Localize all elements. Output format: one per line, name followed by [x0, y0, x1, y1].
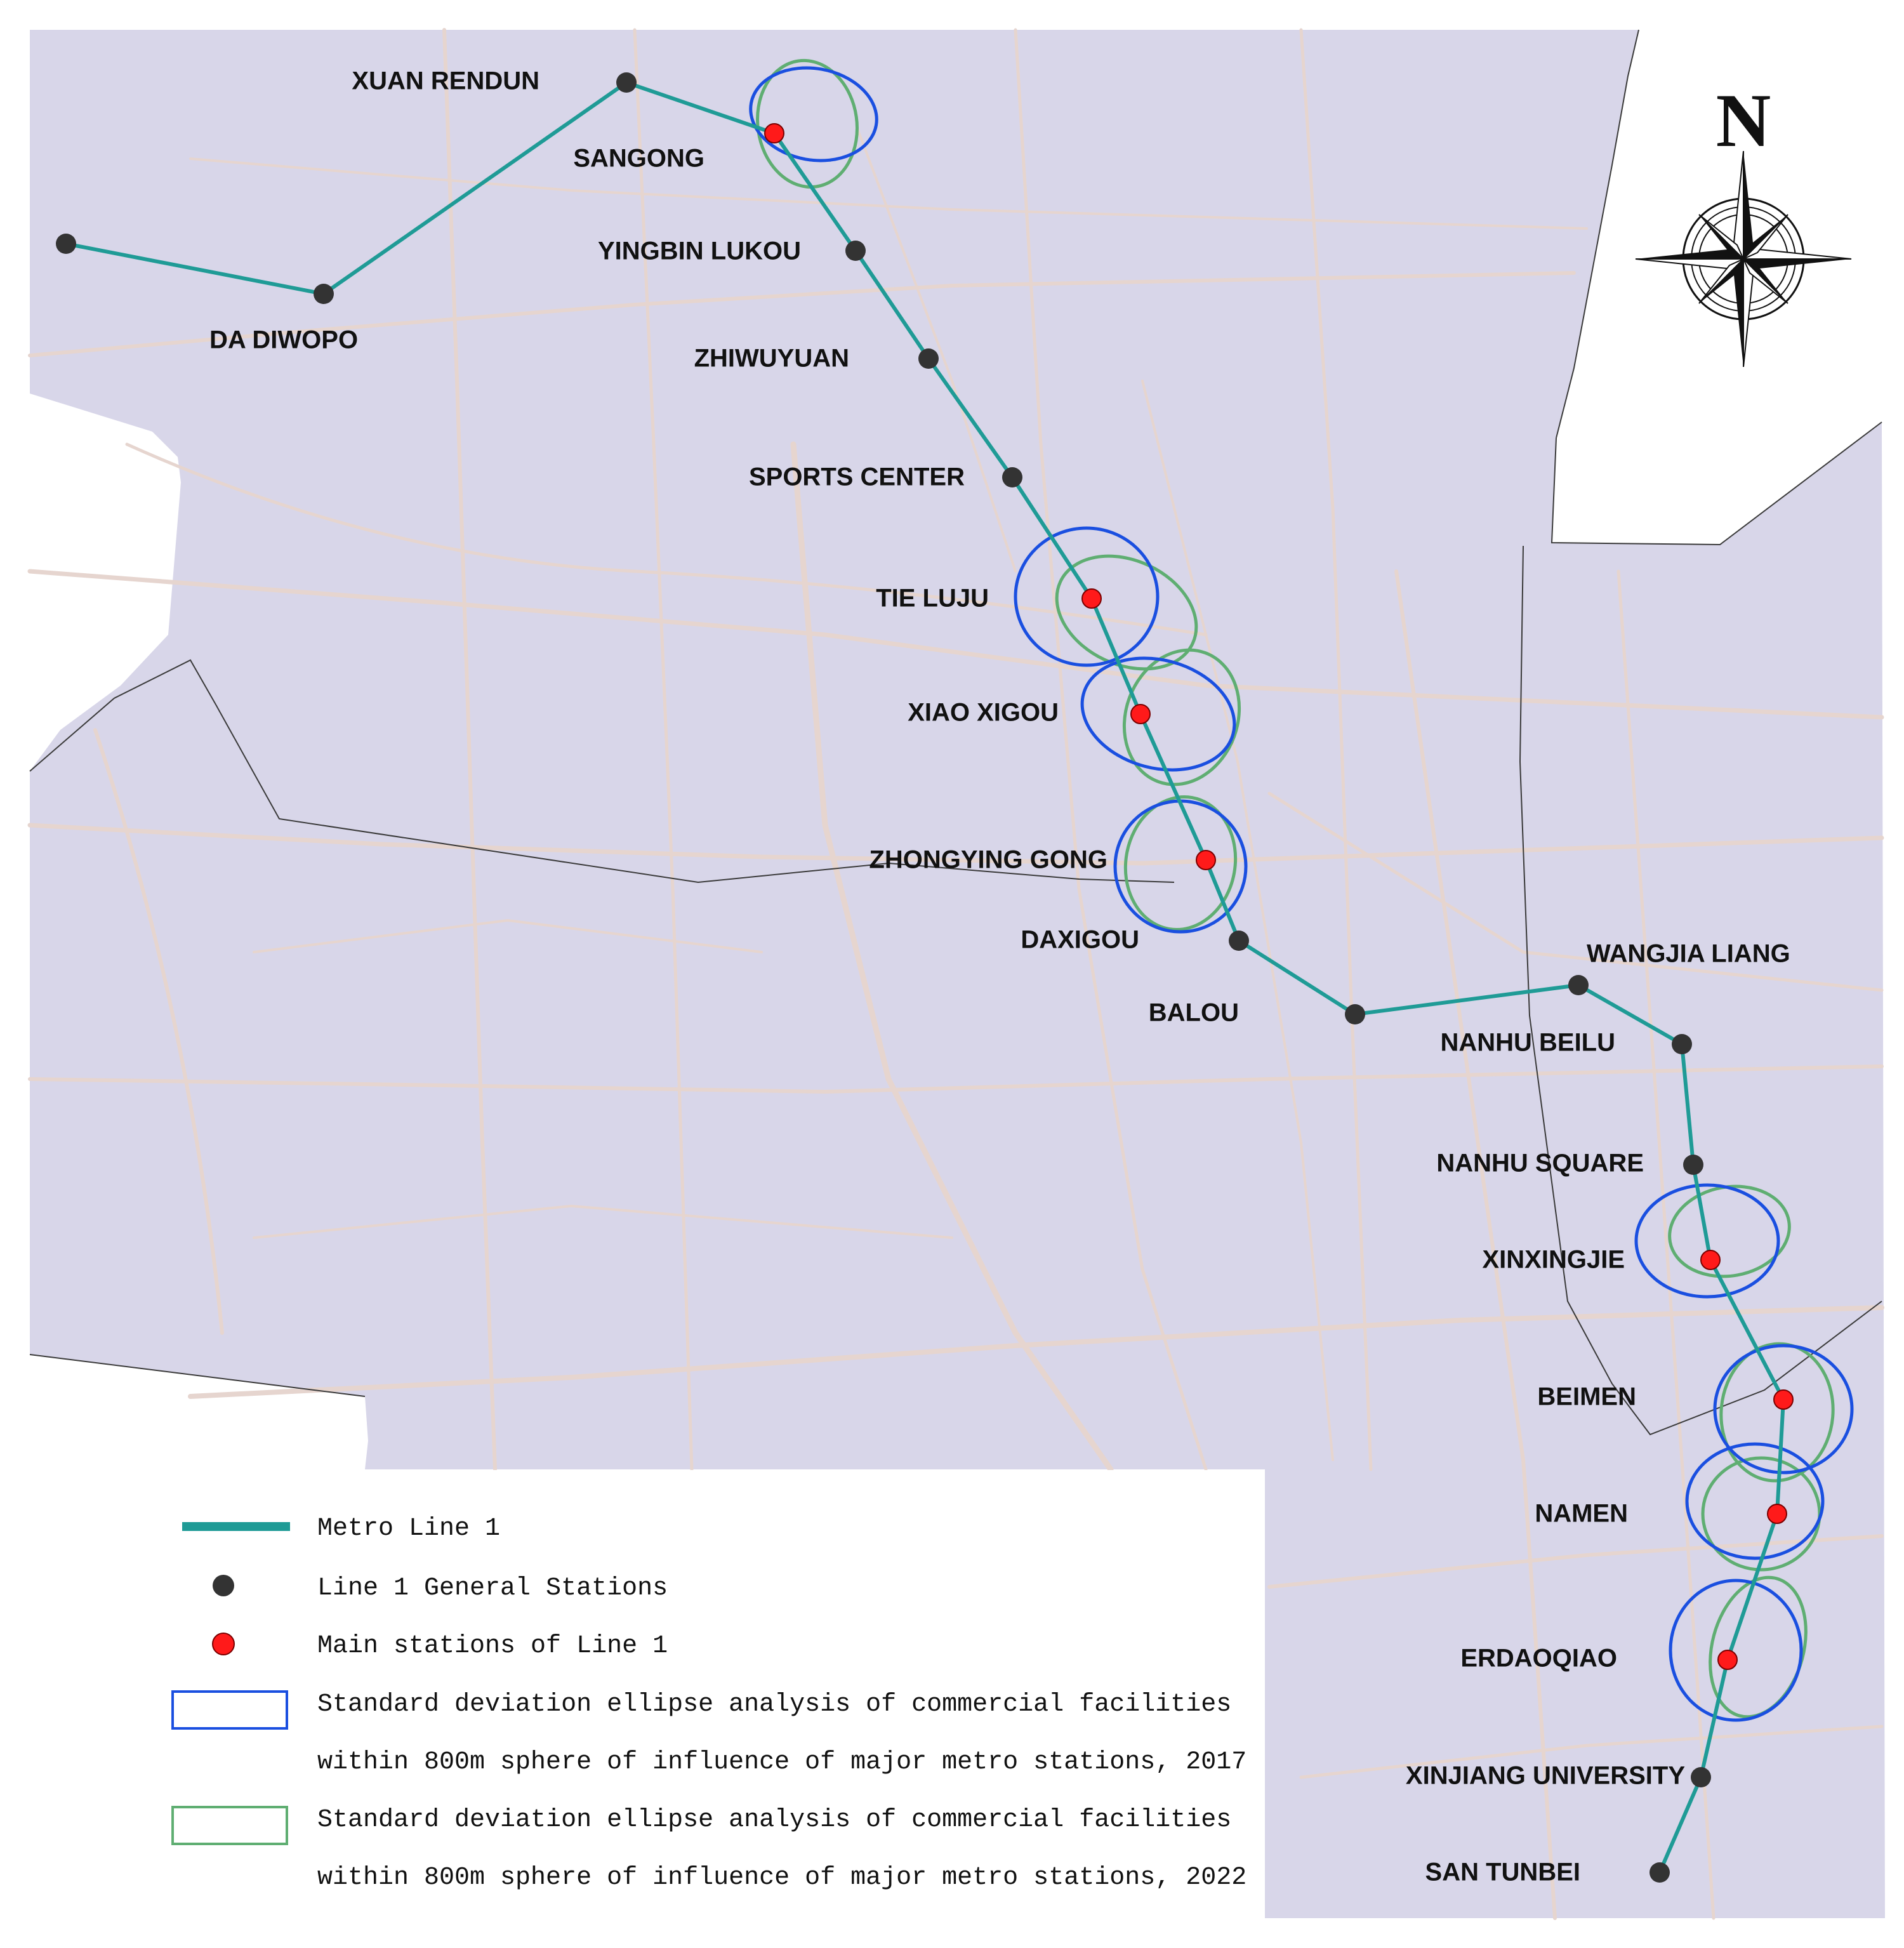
station-marker-beimen — [1773, 1389, 1794, 1410]
legend-2022-label-line2: within 800m sphere of influence of major… — [317, 1864, 1246, 1892]
ellipse-2022-xiaoxigou — [1122, 648, 1241, 786]
road-network — [27, 28, 1884, 1920]
station-label-san-tunbei: SAN TUNBEI — [1425, 1859, 1580, 1886]
station-marker-wangjia-liang — [1568, 975, 1589, 995]
station-marker-nanhu-beilu — [1672, 1034, 1692, 1054]
road-16 — [1267, 1534, 1884, 1589]
north-arrow: N — [1635, 78, 1852, 368]
road-12 — [125, 442, 1208, 637]
station-marker-xinxingjie — [1700, 1250, 1721, 1270]
station-marker-sports-center — [1002, 467, 1022, 487]
station-label-zhongying-gong: ZHONGYING GONG — [869, 846, 1107, 874]
legend-general-swatch — [213, 1575, 234, 1596]
station-label-nanhu-beilu: NANHU BEILU — [1440, 1029, 1615, 1057]
station-label-beimen: BEIMEN — [1537, 1383, 1636, 1411]
road-5 — [633, 28, 694, 1471]
road-7 — [1014, 28, 1208, 1471]
north-letter: N — [1716, 78, 1771, 162]
station-label-erdaoqiao: ERDAOQIAO — [1460, 1645, 1617, 1673]
station-marker-zhongying-gong — [1196, 850, 1216, 870]
road-13 — [189, 157, 1588, 230]
station-marker-zhiwuyuan — [918, 348, 939, 369]
legend-2022-label-line1: Standard deviation ellipse analysis of c… — [317, 1806, 1231, 1834]
road-18 — [1141, 380, 1334, 1461]
compass-rose-icon — [1635, 150, 1852, 368]
station-marker-sangong — [764, 123, 784, 143]
ellipse-2017-xinxingjie — [1634, 1183, 1780, 1299]
station-label-sangong: SANGONG — [573, 145, 704, 173]
legend-line-label: Metro Line 1 — [317, 1514, 500, 1543]
road-19 — [253, 918, 763, 953]
district-borders — [29, 29, 1882, 1436]
station-marker-xuan-rendun — [616, 72, 637, 93]
station-marker-da-diwopo — [314, 284, 334, 304]
ellipse-2022-zhongyinggong — [1123, 795, 1238, 931]
road-20 — [253, 1204, 953, 1239]
station-label-yingbin-lukou: YINGBIN LUKOU — [598, 237, 801, 265]
ellipse-2017-tieluju — [1014, 526, 1160, 667]
station-marker-erdaoqiao — [1717, 1650, 1738, 1670]
station-label-namen: NAMEN — [1535, 1500, 1628, 1528]
station-marker-yingbin-lukou — [845, 241, 866, 261]
ellipse-2022-beimen — [1719, 1342, 1835, 1483]
legend-main-label: Main stations of Line 1 — [317, 1632, 668, 1660]
station-label-nanhu-square: NANHU SQUARE — [1436, 1150, 1644, 1177]
ellipse-2017-erdaoqiao — [1669, 1579, 1803, 1722]
road-4 — [442, 28, 497, 1471]
road-9 — [1394, 569, 1557, 1920]
legend-2017-swatch — [171, 1690, 288, 1730]
legend-2017-label-line1: Standard deviation ellipse analysis of c… — [317, 1690, 1231, 1719]
station-label-xuan-rendun: XUAN RENDUN — [352, 67, 539, 95]
station-marker-balou — [1345, 1004, 1365, 1024]
station-marker-west-terminal — [56, 234, 76, 254]
station-label-daxigou: DAXIGOU — [1021, 926, 1139, 954]
road-2 — [28, 1064, 1884, 1094]
road-8 — [1299, 28, 1373, 1471]
legend: Metro Line 1 Line 1 General Stations Mai… — [30, 1470, 1265, 1918]
road-3 — [188, 1305, 1884, 1399]
station-marker-tie-luju — [1081, 588, 1102, 609]
station-marker-nanhu-square — [1683, 1155, 1703, 1175]
legend-2017-label-line2: within 800m sphere of influence of major… — [317, 1748, 1246, 1777]
station-label-wangjia-liang: WANGJIA LIANG — [1587, 940, 1790, 968]
road-15 — [1267, 792, 1884, 992]
station-marker-xinjiang-university — [1691, 1767, 1711, 1787]
road-10 — [1616, 569, 1716, 1920]
station-labels: XUAN RENDUN SANGONG YINGBIN LUKOU ZHIWUYUAN… — [209, 67, 1790, 1886]
legend-main-swatch — [212, 1633, 235, 1655]
road-6 — [790, 441, 1114, 1473]
road-0 — [27, 569, 1884, 720]
station-label-xiao-xigou: XIAO XIGOU — [908, 699, 1059, 727]
road-17 — [1299, 1725, 1884, 1779]
legend-2022-swatch — [171, 1806, 288, 1845]
legend-general-label: Line 1 General Stations — [317, 1574, 668, 1603]
station-marker-namen — [1767, 1504, 1787, 1524]
ellipse-2017-sangong — [749, 66, 878, 162]
road-11 — [28, 271, 1576, 357]
ellipse-2017-beimen — [1713, 1344, 1854, 1474]
stations — [56, 72, 1794, 1883]
station-marker-daxigou — [1229, 931, 1249, 951]
station-label-xinjiang-university: XINJIANG UNIVERSITY — [1406, 1762, 1685, 1790]
station-marker-san-tunbei — [1649, 1862, 1670, 1883]
station-label-tie-luju: TIE LUJU — [876, 585, 989, 613]
station-label-balou: BALOU — [1149, 999, 1239, 1027]
road-1 — [27, 823, 1884, 866]
ellipse-2017-xiaoxigou — [1080, 656, 1236, 772]
ellipses-2017 — [749, 66, 1854, 1722]
ellipse-2017-namen — [1685, 1442, 1825, 1560]
station-label-zhiwuyuan: ZHIWUYUAN — [694, 345, 849, 373]
station-marker-xiao-xigou — [1130, 704, 1151, 724]
road-14 — [93, 728, 224, 1335]
station-label-sports-center: SPORTS CENTER — [749, 463, 965, 491]
road-21 — [856, 126, 1017, 573]
station-label-xinxingjie: XINXINGJIE — [1482, 1246, 1625, 1274]
station-label-da-diwopo: DA DIWOPO — [209, 326, 358, 354]
